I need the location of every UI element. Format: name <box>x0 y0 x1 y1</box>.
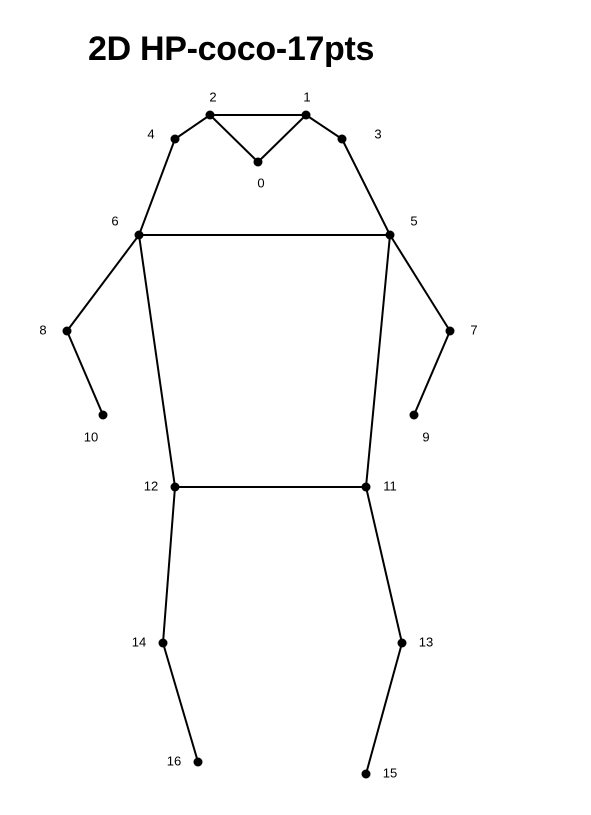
keypoint-label-11: 11 <box>383 478 397 493</box>
bone-3-5 <box>341 138 391 236</box>
keypoint-label-4: 4 <box>147 126 154 141</box>
keypoint-label-1: 1 <box>303 89 310 104</box>
keypoint-label-16: 16 <box>167 753 181 768</box>
bone-5-7 <box>389 234 451 332</box>
keypoint-12 <box>170 482 180 492</box>
keypoint-4 <box>170 134 180 144</box>
keypoint-6 <box>134 230 144 240</box>
bone-1-3 <box>305 114 343 140</box>
keypoint-label-14: 14 <box>132 634 146 649</box>
keypoint-label-0: 0 <box>257 175 264 190</box>
bone-13-15 <box>365 642 403 775</box>
keypoint-16 <box>193 757 203 767</box>
keypoint-label-3: 3 <box>374 126 381 141</box>
keypoint-11 <box>361 482 371 492</box>
keypoint-label-10: 10 <box>84 429 98 444</box>
keypoint-label-6: 6 <box>111 213 118 228</box>
bone-12-14 <box>162 486 176 644</box>
keypoint-15 <box>361 769 371 779</box>
bone-5-11 <box>365 234 391 488</box>
keypoint-0 <box>253 157 263 167</box>
keypoint-2 <box>205 110 215 120</box>
keypoint-10 <box>98 410 108 420</box>
keypoint-label-15: 15 <box>383 765 397 780</box>
bone-2-4 <box>174 114 211 140</box>
keypoint-label-7: 7 <box>470 322 477 337</box>
diagram-title: 2D HP-coco-17pts <box>88 30 375 68</box>
bone-7-9 <box>413 330 451 416</box>
keypoint-label-5: 5 <box>410 213 417 228</box>
keypoint-3 <box>337 134 347 144</box>
bone-14-16 <box>162 642 199 763</box>
keypoint-5 <box>385 230 395 240</box>
keypoint-label-8: 8 <box>39 322 46 337</box>
skeleton-joints <box>62 110 455 779</box>
bone-2-0 <box>209 114 259 163</box>
bone-8-10 <box>66 330 104 416</box>
keypoint-label-13: 13 <box>419 634 433 649</box>
keypoint-13 <box>397 638 407 648</box>
bone-11-13 <box>365 486 403 644</box>
keypoint-7 <box>445 326 455 336</box>
keypoint-9 <box>409 410 419 420</box>
bone-1-0 <box>257 114 307 163</box>
bone-6-12 <box>138 234 176 488</box>
keypoint-14 <box>158 638 168 648</box>
bone-6-8 <box>66 234 140 332</box>
keypoint-label-9: 9 <box>422 429 429 444</box>
keypoint-label-12: 12 <box>144 478 158 493</box>
keypoint-label-2: 2 <box>209 89 216 104</box>
skeleton-bones <box>66 114 451 775</box>
keypoint-8 <box>62 326 72 336</box>
bone-4-6 <box>138 138 176 236</box>
keypoint-1 <box>301 110 311 120</box>
